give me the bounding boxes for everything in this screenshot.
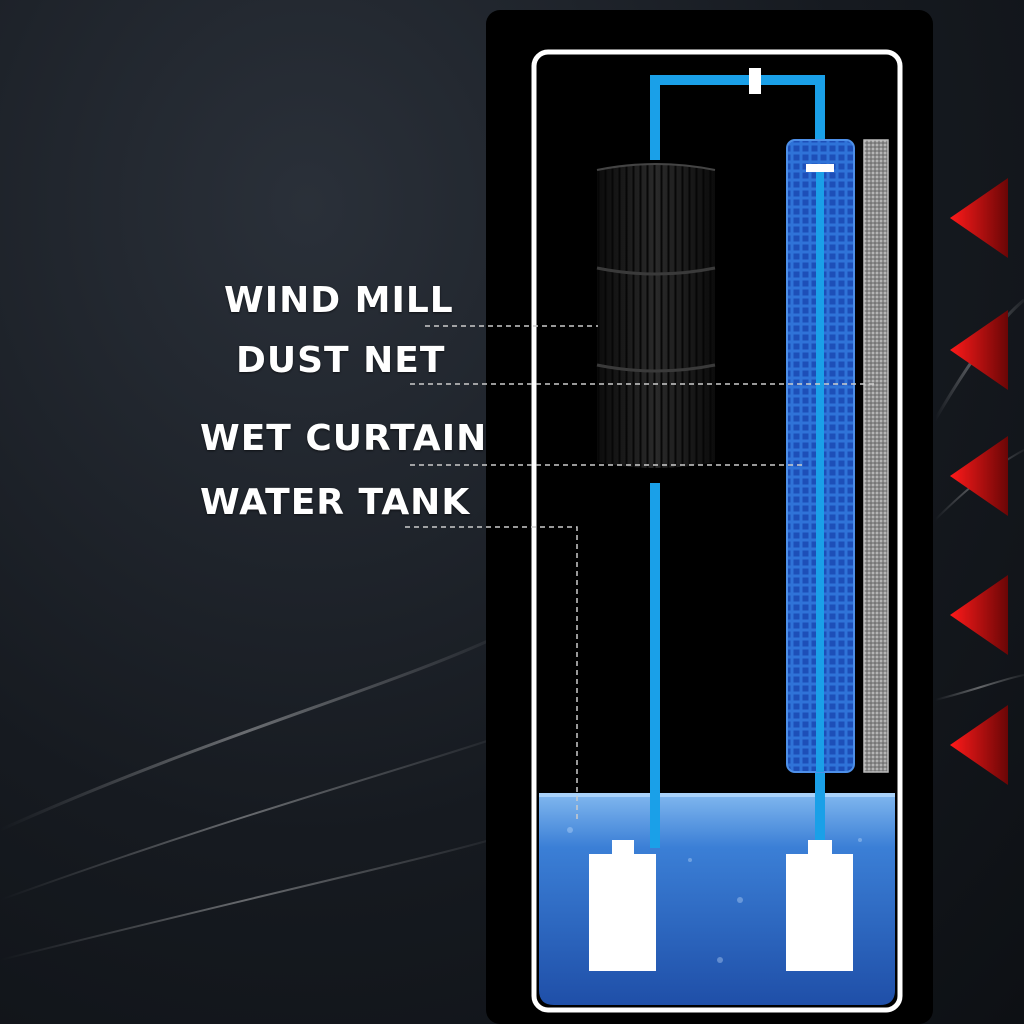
airflow-arrow-icon: [950, 178, 1008, 258]
dust-net: [863, 139, 889, 773]
pipe-connector: [749, 68, 761, 94]
leader-lines: [405, 325, 876, 820]
airflow-arrows: [950, 178, 1008, 785]
label-wind-mill: WIND MILL: [224, 280, 454, 321]
label-wet-curtain: WET CURTAIN: [200, 418, 488, 459]
label-dust-net: DUST NET: [236, 340, 446, 381]
curtain-pipe-cap: [806, 164, 834, 172]
device-outline: [531, 49, 903, 1013]
label-water-tank: WATER TANK: [200, 482, 471, 523]
water-pump-icon: [786, 840, 853, 971]
airflow-arrow-icon: [950, 436, 1008, 516]
airflow-arrow-icon: [950, 705, 1008, 785]
water-pump-icon: [589, 840, 656, 971]
airflow-arrow-icon: [950, 575, 1008, 655]
wind-mill-fan: [596, 163, 716, 468]
airflow-arrow-icon: [950, 310, 1008, 390]
